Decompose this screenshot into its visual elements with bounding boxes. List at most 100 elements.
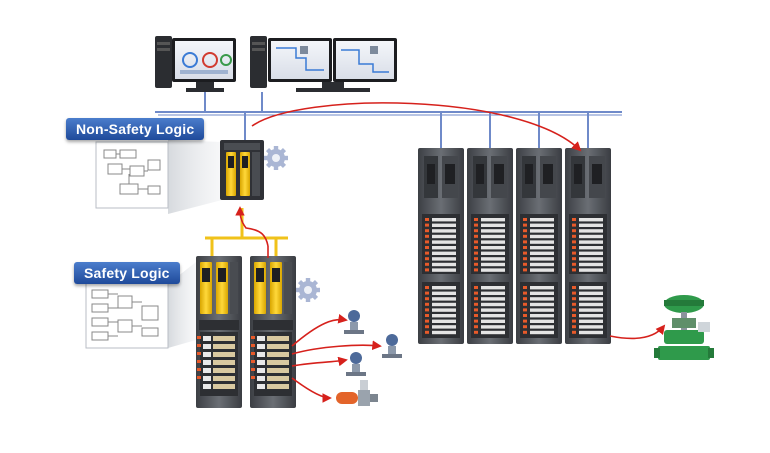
terminal-led <box>425 314 429 317</box>
terminal-slot <box>530 297 554 301</box>
terminal-slot <box>530 325 554 329</box>
terminal-led <box>425 262 429 266</box>
terminal-slot <box>481 223 505 227</box>
terminal-led <box>523 240 527 244</box>
terminal-slot <box>432 218 456 222</box>
terminal-slot <box>530 223 554 227</box>
terminal-slot <box>579 229 603 233</box>
terminal-led <box>474 223 478 227</box>
terminal-slot <box>579 297 603 301</box>
terminal-slot <box>530 319 554 323</box>
safety-logic-label: Safety Logic <box>74 262 180 284</box>
terminal-slot <box>579 262 603 267</box>
terminal-slot <box>579 246 603 250</box>
terminal-slot <box>579 223 603 227</box>
terminal-slot <box>530 330 554 335</box>
transmitter-icon <box>346 352 366 376</box>
valve-icon <box>654 295 714 360</box>
terminal-led <box>425 229 429 233</box>
terminal-led <box>523 286 527 289</box>
terminal-led <box>474 302 478 306</box>
terminal-slot <box>579 234 603 239</box>
terminal-led <box>572 330 576 334</box>
terminal-led <box>425 268 429 272</box>
safety-logic-diagram <box>85 281 169 349</box>
terminal-led <box>572 314 576 317</box>
terminal-slot <box>530 291 554 295</box>
terminal-led <box>474 246 478 249</box>
terminal-slot <box>530 308 554 312</box>
terminal-slot <box>481 325 505 329</box>
terminal-slot <box>530 234 554 239</box>
terminal-slot <box>432 257 456 261</box>
safety-bus <box>205 208 288 258</box>
terminal-led <box>572 297 576 301</box>
terminal-slot <box>579 330 603 335</box>
non-safety-controller <box>220 140 264 200</box>
terminal-led <box>474 308 478 312</box>
terminal-led <box>523 314 527 317</box>
terminal-led <box>425 218 429 221</box>
terminal-led <box>474 319 478 323</box>
non-safety-logic-diagram <box>95 141 169 209</box>
terminal-slot <box>481 240 505 244</box>
terminal-slot <box>579 291 603 295</box>
workstation-left <box>155 36 236 92</box>
terminal-led <box>523 268 527 272</box>
terminal-slot <box>481 291 505 295</box>
terminal-led <box>425 223 429 227</box>
terminal-slot <box>481 268 505 272</box>
terminal-slot <box>579 251 603 255</box>
terminal-slot <box>432 325 456 329</box>
terminal-led <box>425 286 429 289</box>
terminal-led <box>425 319 429 323</box>
terminal-slot <box>432 251 456 255</box>
terminal-slot <box>579 218 603 222</box>
heater-icon <box>336 380 378 406</box>
terminal-slot <box>530 314 554 318</box>
terminal-led <box>572 234 576 238</box>
terminal-led <box>474 218 478 221</box>
terminal-slot <box>481 302 505 307</box>
terminal-slot <box>481 308 505 312</box>
terminal-led <box>474 251 478 255</box>
terminal-slot <box>579 325 603 329</box>
terminal-slot <box>432 246 456 250</box>
terminal-slot <box>432 286 456 290</box>
terminal-led <box>474 262 478 266</box>
terminal-slot <box>481 251 505 255</box>
terminal-led <box>523 302 527 306</box>
terminal-slot <box>432 234 456 239</box>
terminal-led <box>572 246 576 249</box>
terminal-led <box>572 286 576 289</box>
terminal-led <box>425 257 429 261</box>
terminal-slot <box>530 257 554 261</box>
terminal-led <box>425 302 429 306</box>
terminal-slot <box>432 223 456 227</box>
terminal-slot <box>530 229 554 233</box>
terminal-slot <box>579 308 603 312</box>
terminal-led <box>572 251 576 255</box>
terminal-led <box>474 257 478 261</box>
terminal-led <box>572 325 576 329</box>
terminal-slot <box>579 268 603 272</box>
terminal-slot <box>530 262 554 267</box>
terminal-slot <box>530 251 554 255</box>
terminal-slot <box>579 302 603 307</box>
terminal-led <box>425 330 429 334</box>
terminal-slot <box>432 297 456 301</box>
terminal-led <box>523 257 527 261</box>
terminal-led <box>523 330 527 334</box>
terminal-led <box>523 223 527 227</box>
terminal-led <box>474 234 478 238</box>
terminal-slot <box>481 234 505 239</box>
terminal-slot <box>481 262 505 267</box>
terminal-slot <box>432 308 456 312</box>
terminal-led <box>474 291 478 295</box>
terminal-slot <box>432 302 456 307</box>
terminal-slot <box>579 286 603 290</box>
terminal-slot <box>432 268 456 272</box>
terminal-led <box>572 302 576 306</box>
terminal-led <box>523 325 527 329</box>
